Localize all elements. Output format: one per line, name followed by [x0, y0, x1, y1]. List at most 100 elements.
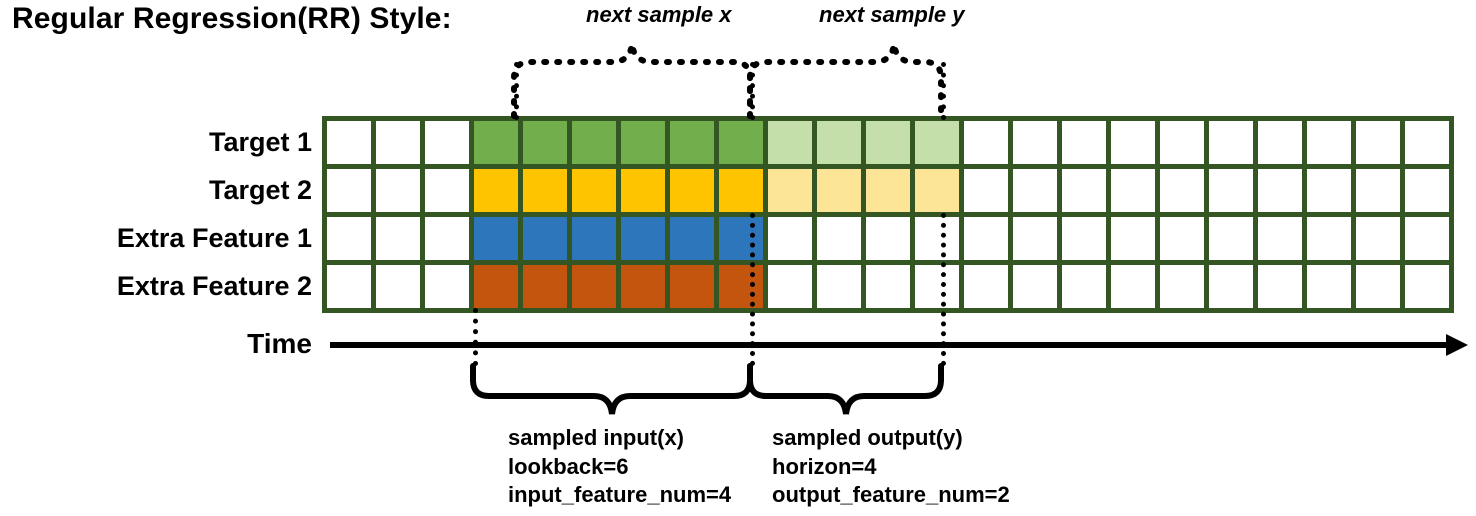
grid-cell — [1258, 217, 1307, 265]
grid-cell — [1111, 169, 1160, 217]
grid-cell — [866, 217, 915, 265]
grid-cell — [327, 265, 376, 313]
grid-cell — [572, 217, 621, 265]
label-next-sample-y: next sample y — [819, 2, 965, 27]
grid-cell — [621, 121, 670, 169]
grid-cell — [1209, 121, 1258, 169]
time-axis-label: Time — [247, 328, 312, 359]
guide-line-input-start-lower — [473, 308, 478, 366]
label-next-sample-x: next sample x — [586, 2, 732, 27]
grid-cell — [964, 121, 1013, 169]
grid-cell — [1160, 265, 1209, 313]
page-title: Regular Regression(RR) Style: — [12, 2, 452, 35]
grid-cell — [376, 217, 425, 265]
grid-cell — [670, 217, 719, 265]
grid-cell — [425, 121, 474, 169]
note-sampled-output-line-3: output_feature_num=2 — [772, 482, 1010, 508]
grid-cell — [1307, 217, 1356, 265]
grid-cell — [915, 169, 964, 217]
grid-cell — [1356, 217, 1405, 265]
grid-cell — [1209, 217, 1258, 265]
grid-cell — [1258, 169, 1307, 217]
grid-cell — [425, 265, 474, 313]
grid-cell — [1111, 121, 1160, 169]
grid-cell — [964, 217, 1013, 265]
grid-cell — [768, 217, 817, 265]
grid-cell — [474, 169, 523, 217]
grid-cell — [719, 169, 768, 217]
grid-cell — [376, 169, 425, 217]
grid-cell — [1160, 169, 1209, 217]
grid-cell — [768, 169, 817, 217]
grid-cell — [1013, 121, 1062, 169]
grid-cell — [719, 217, 768, 265]
grid-cell — [327, 121, 376, 169]
bottom-brace-input — [470, 363, 753, 415]
grid-cell — [474, 265, 523, 313]
note-sampled-output-line-2: horizon=4 — [772, 453, 877, 479]
grid-cell — [817, 169, 866, 217]
grid-cell — [1209, 169, 1258, 217]
guide-line-output-end-upper — [941, 62, 946, 120]
grid-cell — [327, 169, 376, 217]
grid-cell — [964, 169, 1013, 217]
grid-cell — [1160, 121, 1209, 169]
grid-cell — [1111, 265, 1160, 313]
grid-cell — [1209, 265, 1258, 313]
grid-cell — [915, 121, 964, 169]
grid-cell — [1405, 169, 1454, 217]
grid-row-target-1 — [327, 121, 1454, 169]
grid-cell — [425, 217, 474, 265]
grid-cell — [1405, 121, 1454, 169]
note-sampled-output: sampled output(y) horizon=4 output_featu… — [772, 424, 1010, 510]
grid-cell — [1356, 265, 1405, 313]
guide-line-output-end-lower — [941, 213, 946, 366]
grid-cell — [376, 121, 425, 169]
note-sampled-input-line-3: input_feature_num=4 — [508, 482, 732, 508]
note-sampled-input-line-1: sampled input(x) — [508, 425, 685, 450]
grid-cell — [523, 265, 572, 313]
grid-cell — [1062, 265, 1111, 313]
grid-cell — [1258, 121, 1307, 169]
grid-cell — [1258, 265, 1307, 313]
grid-cell — [1062, 121, 1111, 169]
bottom-brace-output — [747, 363, 944, 415]
grid-row-extra-feature-2 — [327, 265, 1454, 313]
grid-cell — [817, 217, 866, 265]
grid-row-extra-feature-1 — [327, 217, 1454, 265]
grid-cell — [768, 121, 817, 169]
row-label-extra-feature-1: Extra Feature 1 — [116, 223, 312, 253]
row-label-column: Target 1 Target 2 Extra Feature 1 Extra … — [0, 0, 312, 516]
grid-cell — [670, 265, 719, 313]
grid-cell — [572, 169, 621, 217]
grid-cell — [964, 265, 1013, 313]
grid-cell — [1307, 169, 1356, 217]
grid-cell — [621, 217, 670, 265]
grid-cell — [1356, 121, 1405, 169]
grid-cell — [915, 265, 964, 313]
note-sampled-input: sampled input(x) lookback=6 input_featur… — [508, 424, 731, 510]
note-sampled-output-line-1: sampled output(y) — [772, 425, 963, 450]
grid-cell — [376, 265, 425, 313]
grid-cell — [866, 265, 915, 313]
grid-cell — [1013, 169, 1062, 217]
row-label-target-1: Target 1 — [208, 127, 312, 157]
grid-cell — [327, 217, 376, 265]
grid-cell — [572, 265, 621, 313]
grid-cell — [1160, 217, 1209, 265]
time-axis-arrow-icon — [1446, 334, 1468, 356]
guide-line-split-mid — [750, 213, 755, 366]
grid-cell — [1405, 265, 1454, 313]
grid-cell — [621, 265, 670, 313]
grid-cell — [1405, 217, 1454, 265]
grid-cell — [670, 121, 719, 169]
row-label-target-2: Target 2 — [208, 175, 312, 205]
grid-cell — [670, 169, 719, 217]
grid-cell — [866, 121, 915, 169]
timeseries-grid — [322, 116, 1454, 313]
grid-cell — [621, 169, 670, 217]
grid-cell — [866, 169, 915, 217]
grid-cell — [1111, 217, 1160, 265]
